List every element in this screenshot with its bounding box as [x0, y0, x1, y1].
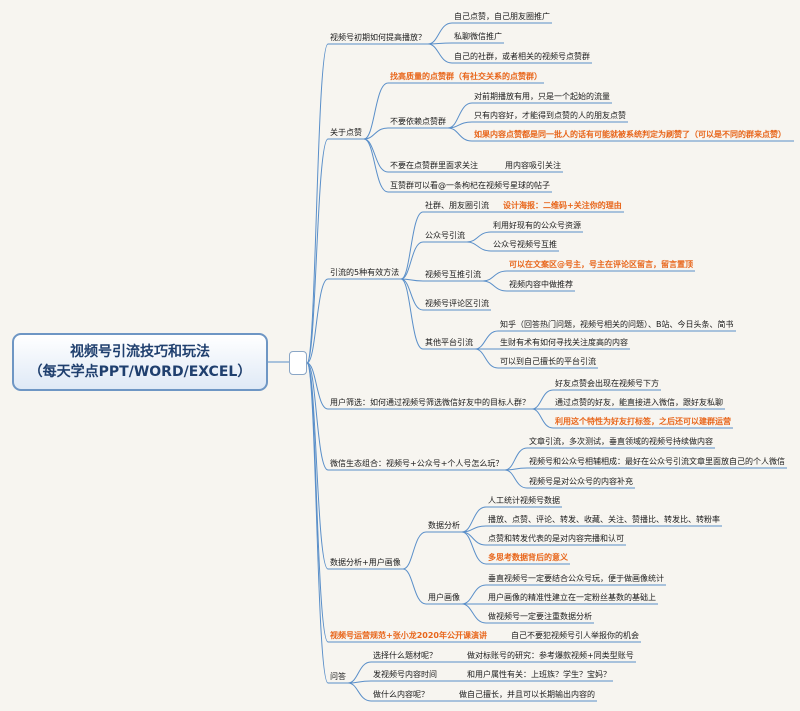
branch-boost-views[interactable]: 视频号初期如何提高播放？	[330, 33, 426, 42]
connector-b4_3	[531, 408, 554, 429]
node-own-platform[interactable]: 可以到自己擅长的平台引流	[500, 357, 596, 366]
branch-wechat-ecosystem[interactable]: 微信生态组合：视频号+公众号+个人号怎么玩？	[330, 459, 504, 468]
connector-b5_3	[504, 469, 528, 489]
node-quality-like-group[interactable]: 找高质量的点赞群（有社交关系的点赞群）	[390, 72, 542, 81]
node-benchmark-research[interactable]: 做对标账号的研究：参考爆款视频+同类型账号	[467, 651, 634, 660]
connector-b6_2	[402, 568, 427, 605]
node-existing-resources[interactable]: 利用好现有的公众号资源	[493, 221, 581, 230]
node-tag-friends[interactable]: 利用这个特性为好友打标签，之后还可以建群运营	[555, 417, 731, 426]
node-mutual-like-group[interactable]: 互赞群可以看@一条枸杞在视频号星球的帖子	[390, 181, 550, 190]
node-private-chat[interactable]: 私聊微信推广	[454, 32, 502, 41]
root-title-line1: 视频号引流技巧和玩法	[70, 344, 210, 360]
connector-b6_2_3	[461, 603, 487, 624]
node-content-attract[interactable]: 用内容吸引关注	[505, 161, 561, 170]
connector-b3_4	[400, 278, 424, 311]
node-mention-owner[interactable]: 可以在文案区@号主，号主在评论区留言，留言置顶	[509, 260, 693, 269]
node-data-analysis[interactable]: 数据分析	[428, 521, 460, 530]
connector-b2_2_1	[447, 102, 473, 129]
node-dont-rely-like-group[interactable]: 不要依赖点赞群	[390, 117, 446, 126]
connector-b5	[306, 362, 329, 471]
node-focus-data[interactable]: 做视频号一定要注重数据分析	[488, 612, 592, 621]
node-poster-design[interactable]: 设计海报：二维码+关注你的理由	[503, 201, 622, 210]
connector-b6_1_1	[461, 506, 487, 533]
connector-b3_5_3	[474, 348, 499, 369]
connector-b3_5	[400, 278, 424, 350]
connector-b2_1	[363, 82, 389, 140]
node-avoid-reports[interactable]: 自己不要犯视频号引人举报你的机会	[511, 631, 639, 640]
node-chat-with-friend[interactable]: 通过点赞的好友，能直接进入微信，跟好友私聊	[555, 398, 723, 407]
node-article-traffic[interactable]: 文章引流，多次测试，垂直领域的视频号持续做内容	[529, 437, 713, 446]
connector-b3_1	[400, 211, 424, 280]
root-title-line2: （每天学点PPT/WORD/EXCEL）	[28, 364, 252, 380]
connector-b3_3_1	[482, 270, 508, 282]
node-channel-cross-promo[interactable]: 视频号互推引流	[425, 270, 481, 279]
connector-b8_3	[347, 682, 372, 702]
node-zhihu-bilibili[interactable]: 知乎（回答热门问题，视频号相关的问题）、B站、今日头条、简书	[500, 320, 734, 329]
connector-b3_2_2	[466, 241, 492, 252]
connector-b3_2	[400, 241, 424, 280]
connector-b8	[306, 362, 329, 684]
connector-b5_1	[504, 447, 528, 471]
connector-b3_5_1	[474, 330, 499, 350]
node-fake-like-warning[interactable]: 如果内容点赞都是同一批人的话有可能就被系统判定为刷赞了（可以是不同的群来点赞）	[474, 130, 786, 139]
connector-b6	[306, 362, 329, 570]
node-think-data-meaning[interactable]: 多思考数据背后的意义	[488, 553, 568, 562]
connector-b6_1_4	[461, 531, 487, 565]
node-profile-accuracy[interactable]: 用户画像的精准性建立在一定粉丝基数的基础上	[488, 593, 656, 602]
node-metrics-list[interactable]: 播放、点赞、评论、转发、收藏、关注、赞播比、转发比、转粉率	[488, 515, 720, 524]
branch-data-analysis[interactable]: 数据分析+用户画像	[330, 558, 401, 567]
node-user-attributes[interactable]: 和用户属性有关：上班族？学生？宝妈？	[467, 670, 611, 679]
branch-five-methods[interactable]: 引流的5种有效方法	[330, 268, 400, 277]
node-find-hot-content[interactable]: 生财有术有如何寻找关注度高的内容	[500, 338, 628, 347]
connector-b2_2_3	[447, 127, 473, 142]
connector-b4_1	[531, 389, 554, 410]
connector-b2	[306, 138, 329, 364]
node-initial-traffic[interactable]: 对前期播放有用，只是一个起始的流量	[474, 92, 610, 101]
connector-b3_2_1	[466, 231, 492, 243]
connector-b2_2	[363, 127, 389, 140]
connector-b6_2_1	[461, 584, 487, 605]
node-other-platforms[interactable]: 其他平台引流	[425, 338, 473, 347]
node-like-forward-meaning[interactable]: 点赞和转发代表的是对内容完播和认可	[488, 534, 624, 543]
node-community-traffic[interactable]: 社群、朋友圈引流	[425, 201, 489, 210]
root-collapse-handle[interactable]	[289, 351, 307, 375]
node-no-follow-request[interactable]: 不要在点赞群里面求关注	[390, 161, 478, 170]
connector-b3_3_2	[482, 280, 508, 292]
node-vertical-with-oa[interactable]: 垂直视频号一定要结合公众号玩，便于做画像统计	[488, 574, 664, 583]
connector-b1_1	[427, 22, 453, 45]
connector-b1	[306, 43, 329, 364]
node-self-like[interactable]: 自己点赞，自己朋友圈推广	[454, 12, 550, 21]
node-content-supplement[interactable]: 视频号是对公众号的内容补充	[529, 477, 633, 486]
connector-b4	[306, 362, 329, 410]
node-friend-likes-shown[interactable]: 好友点赞会出现在视频号下方	[555, 379, 659, 388]
node-own-group[interactable]: 自己的社群，或者相关的视频号点赞群	[454, 52, 590, 61]
node-good-content[interactable]: 只有内容好，才能得到点赞的人的朋友点赞	[474, 111, 626, 120]
node-user-profile[interactable]: 用户画像	[428, 593, 460, 602]
branch-operation-rules[interactable]: 视频号运营规范+张小龙2020年公开课演讲	[330, 631, 487, 640]
connector-b7	[306, 362, 329, 643]
connector-b2_4	[363, 138, 389, 193]
branch-user-filter[interactable]: 用户筛选：如何通过视频号筛选微信好友中的目标人群？	[330, 398, 530, 407]
root-topic[interactable]: 视频号引流技巧和玩法 （每天学点PPT/WORD/EXCEL）	[12, 333, 268, 391]
node-what-content[interactable]: 做什么内容呢？	[373, 690, 429, 699]
node-comment-traffic[interactable]: 视频号评论区引流	[425, 299, 489, 308]
node-choose-topic[interactable]: 选择什么题材呢？	[373, 651, 437, 660]
node-long-term-output[interactable]: 做自己擅长，并且可以长期输出内容的	[459, 690, 595, 699]
connector-b8_1	[347, 661, 372, 684]
connector-b6_1	[402, 531, 427, 570]
connector-b2_3	[363, 138, 389, 173]
node-cross-promotion[interactable]: 公众号视频号互推	[493, 240, 557, 249]
branch-qa[interactable]: 问答	[330, 672, 346, 681]
node-manual-stats[interactable]: 人工统计视频号数据	[488, 496, 560, 505]
connector-b1_3	[427, 43, 453, 64]
connector-b3	[306, 278, 329, 364]
node-complement-each-other[interactable]: 视频号和公众号相辅相成：最好在公众号引流文章里面放自己的个人微信	[529, 457, 785, 466]
node-recommend-in-video[interactable]: 视频内容中做推荐	[509, 280, 573, 289]
branch-likes[interactable]: 关于点赞	[330, 128, 362, 137]
node-post-time[interactable]: 发视频号内容时间	[373, 670, 437, 679]
node-official-account-traffic[interactable]: 公众号引流	[425, 231, 465, 240]
